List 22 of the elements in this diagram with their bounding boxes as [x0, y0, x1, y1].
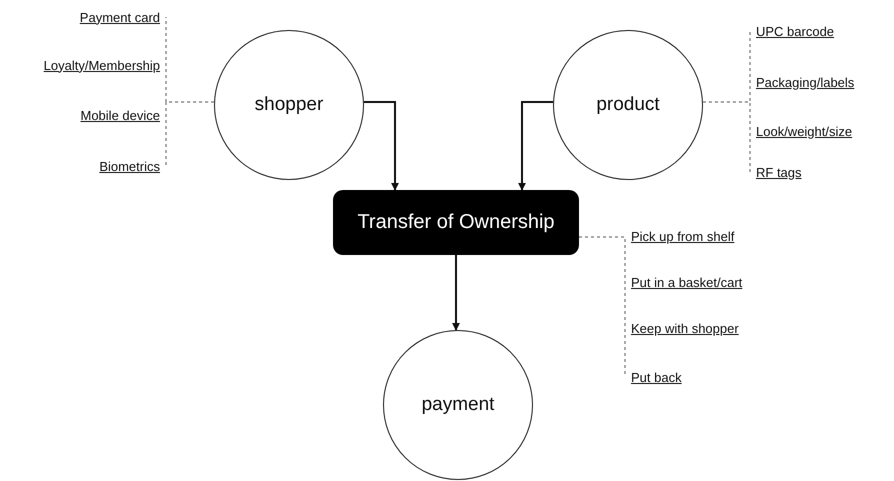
- underlined-label: UPC barcode: [756, 24, 834, 38]
- underlined-label: Biometrics: [99, 158, 160, 174]
- node-label: shopper: [254, 94, 324, 116]
- arrow: [518, 101, 554, 191]
- underlined-label: Pick up from shelf: [631, 228, 734, 244]
- underlined-label: RF tags: [756, 164, 802, 180]
- underlined-label: Look/weight/size: [756, 124, 852, 138]
- arrow: [452, 255, 460, 331]
- underlined-label: Payment card: [80, 10, 160, 24]
- underlined-label: Keep with shopper: [631, 320, 739, 336]
- underlined-label: Put in a basket/cart: [631, 274, 742, 290]
- node-label: Transfer of Ownership: [357, 211, 555, 234]
- node-label: product: [596, 94, 660, 116]
- underlined-label: Put back: [631, 370, 682, 384]
- dashed-connector: [702, 102, 750, 172]
- process-box: [333, 190, 579, 255]
- arrow: [364, 101, 399, 191]
- dashed-connector: [166, 102, 215, 166]
- underlined-label: Mobile device: [80, 108, 160, 122]
- underlined-label: Packaging/labels: [756, 74, 854, 90]
- underlined-label: Loyalty/Membership: [44, 58, 160, 72]
- node-label: payment: [422, 394, 494, 416]
